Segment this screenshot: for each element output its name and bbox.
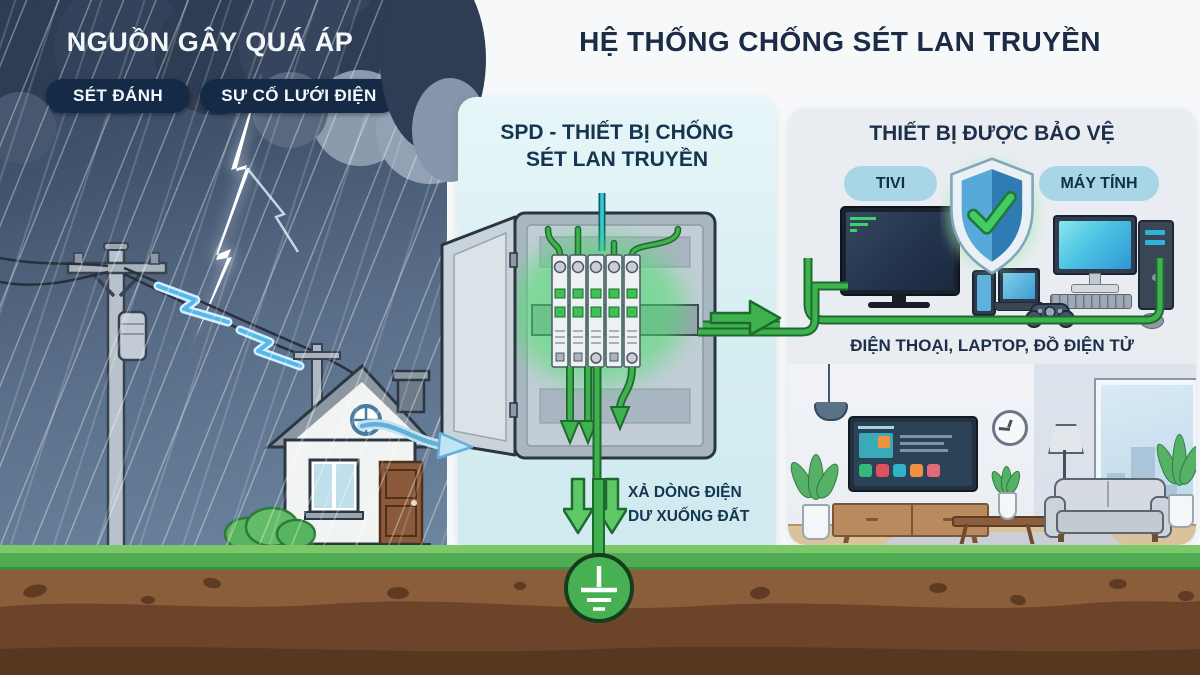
badge-tv: TIVI	[844, 166, 937, 201]
tv-illustration	[840, 206, 960, 308]
discharge-label-line1: XẢ DÒNG ĐIỆN	[628, 484, 742, 501]
device-wire-loop	[803, 258, 1165, 325]
discharge-label-line2: DƯ XUỐNG ĐẤT	[628, 508, 750, 525]
surge-arrow-into-panel	[357, 419, 474, 460]
page-title: HỆ THỐNG CHỐNG SÉT LAN TRUYỀN	[579, 26, 1101, 57]
soil-pebbles	[23, 577, 1194, 606]
surge-bolts-icon	[153, 281, 305, 371]
plant-on-table	[988, 466, 1024, 520]
utility-pole	[66, 242, 168, 562]
plant-on-floor-left	[788, 454, 844, 545]
coffee-table	[952, 516, 1046, 545]
storm-scene: NGUỒN GÂY QUÁ ÁP SÉT ĐÁNH SỰ CỐ LƯỚI ĐIỆ…	[0, 0, 447, 565]
spd-section-title: SPD - THIẾT BỊ CHỐNG SÉT LAN TRUYỀN	[458, 119, 776, 173]
flow-arrow-right-icon	[709, 299, 782, 337]
protected-section-title: THIẾT BỊ ĐƯỢC BẢO VỆ	[869, 122, 1115, 145]
spd-title-line2: SÉT LAN TRUYỀN	[525, 148, 708, 171]
pole-transformer	[117, 310, 148, 362]
badge-grid-fault: SỰ CỐ LƯỚI ĐIỆN	[200, 79, 398, 113]
plant-right-corner	[1151, 434, 1196, 542]
spd-title-line1: SPD - THIẾT BỊ CHỐNG	[500, 121, 734, 144]
living-room-scene	[788, 364, 1196, 545]
badge-lightning-strike: SÉT ĐÁNH	[46, 79, 190, 113]
discharge-label: XẢ DÒNG ĐIỆN DƯ XUỐNG ĐẤT	[628, 481, 778, 529]
tv-thumbnail	[859, 433, 893, 458]
phone-illustration	[972, 270, 996, 316]
laptop-illustration	[994, 268, 1042, 311]
cabinet-down-arrows	[559, 366, 636, 446]
pendant-lamp	[802, 364, 858, 424]
protected-caption: ĐIỆN THOẠI, LAPTOP, ĐỒ ĐIỆN TỬ	[850, 336, 1134, 355]
keyboard-illustration	[1050, 294, 1132, 309]
smart-tv	[848, 416, 978, 492]
lightning-bolt-icon	[188, 72, 300, 354]
wire-to-tv	[698, 281, 848, 337]
badge-computer: MÁY TÍNH	[1039, 166, 1159, 201]
spd-cabinet	[440, 193, 780, 485]
sofa	[1044, 478, 1172, 542]
cabinet-door	[440, 215, 518, 457]
feeder-wires	[544, 225, 682, 259]
protection-shield-icon	[946, 157, 1038, 275]
earth-ground-icon	[564, 553, 634, 623]
protected-devices-section: THIẾT BỊ ĐƯỢC BẢO VỆ TIVI MÁY TÍNH	[788, 108, 1196, 545]
power-lines	[0, 256, 385, 397]
spd-modules	[551, 254, 641, 368]
chimney	[396, 374, 426, 414]
monitor-illustration	[1053, 215, 1137, 293]
tv-app-tiles	[859, 464, 940, 477]
storm-title: NGUỒN GÂY QUÁ ÁP	[66, 27, 354, 57]
wall-clock	[992, 410, 1028, 446]
